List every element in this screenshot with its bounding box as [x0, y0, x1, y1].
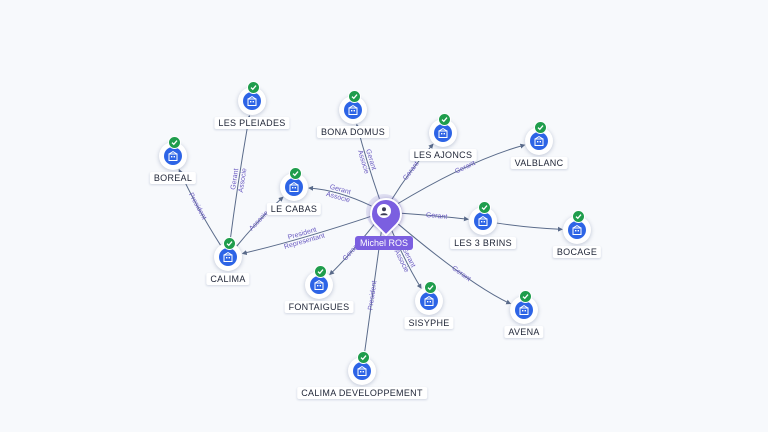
edge-role-label: Gerant: [230, 168, 240, 190]
edge-center-calima: [241, 215, 371, 256]
building-icon: [420, 292, 438, 310]
verified-check-icon: [534, 121, 547, 134]
verified-check-icon: [314, 265, 327, 278]
building-icon: [243, 92, 261, 110]
company-node-label[interactable]: LES AJONCS: [409, 149, 477, 161]
company-node-label[interactable]: CALIMA DEVELOPPEMENT: [297, 387, 427, 399]
edge-role-label: Gerant: [402, 161, 420, 182]
building-icon: [219, 248, 237, 266]
building-icon: [568, 221, 586, 239]
company-node-label[interactable]: AVENA: [504, 326, 544, 338]
building-icon: [434, 124, 452, 142]
company-node-circle[interactable]: [238, 81, 266, 115]
building-icon: [285, 178, 303, 196]
company-node-label[interactable]: LES PLEIADES: [214, 117, 290, 129]
company-node-label[interactable]: LES 3 BRINS: [450, 237, 516, 249]
building-icon: [530, 132, 548, 150]
verified-check-icon: [247, 81, 260, 94]
company-node-circle[interactable]: [348, 351, 376, 385]
edge-role-label: Associe: [238, 168, 249, 193]
company-node-circle[interactable]: [339, 90, 367, 124]
edge-center-le-cabas: [308, 185, 372, 207]
company-node-label[interactable]: CALIMA: [206, 273, 250, 285]
edge-center-avena: [394, 220, 512, 305]
company-node-label[interactable]: SISYPHE: [404, 317, 454, 329]
company-node-circle[interactable]: [510, 290, 538, 324]
company-node-circle[interactable]: [525, 121, 553, 155]
company-node-label[interactable]: BOCAGE: [552, 246, 602, 258]
person-icon: [377, 204, 391, 218]
company-node-circle[interactable]: [214, 237, 242, 271]
edge-center-les-3-brins: [397, 212, 469, 222]
company-node-circle[interactable]: [563, 210, 591, 244]
company-node-circle[interactable]: [469, 201, 497, 235]
company-node-circle[interactable]: [305, 265, 333, 299]
building-icon: [164, 147, 182, 165]
edge-role-label: President: [187, 192, 207, 221]
company-node-circle[interactable]: [280, 167, 308, 201]
company-node-label[interactable]: LE CABAS: [266, 203, 322, 215]
center-node-label[interactable]: Michel ROS: [354, 236, 414, 250]
verified-check-icon: [478, 201, 491, 214]
edge-role-label: Gerant: [450, 265, 472, 283]
edge-calima-les-pleiades: [229, 114, 252, 244]
verified-check-icon: [519, 290, 532, 303]
company-node-label[interactable]: BOREAL: [149, 172, 197, 184]
edge-center-fontaigues: [329, 222, 376, 276]
building-icon: [344, 101, 362, 119]
company-node-label[interactable]: FONTAIGUES: [284, 301, 354, 313]
verified-check-icon: [348, 90, 361, 103]
edge-role-label: Gerant: [454, 160, 476, 175]
company-node-circle[interactable]: [429, 113, 457, 147]
edge-les-3-brins-bocage: [496, 222, 563, 232]
verified-check-icon: [289, 167, 302, 180]
edge-center-sisyphe: [388, 224, 422, 289]
verified-check-icon: [438, 113, 451, 126]
edge-calima-le-cabas: [236, 196, 284, 247]
company-node-circle[interactable]: [159, 136, 187, 170]
verified-check-icon: [572, 210, 585, 223]
building-icon: [474, 212, 492, 230]
verified-check-icon: [357, 351, 370, 364]
verified-check-icon: [168, 136, 181, 149]
edge-role-label: President: [367, 280, 378, 310]
verified-check-icon: [223, 237, 236, 250]
building-icon: [310, 276, 328, 294]
company-node-label[interactable]: BONA DOMUS: [316, 126, 390, 138]
edge-center-valblanc: [395, 143, 526, 206]
verified-check-icon: [424, 281, 437, 294]
edge-role-label: Gerant: [426, 212, 448, 221]
company-node-label[interactable]: VALBLANC: [510, 157, 568, 169]
company-node-circle[interactable]: [415, 281, 443, 315]
building-icon: [515, 301, 533, 319]
building-icon: [353, 362, 371, 380]
